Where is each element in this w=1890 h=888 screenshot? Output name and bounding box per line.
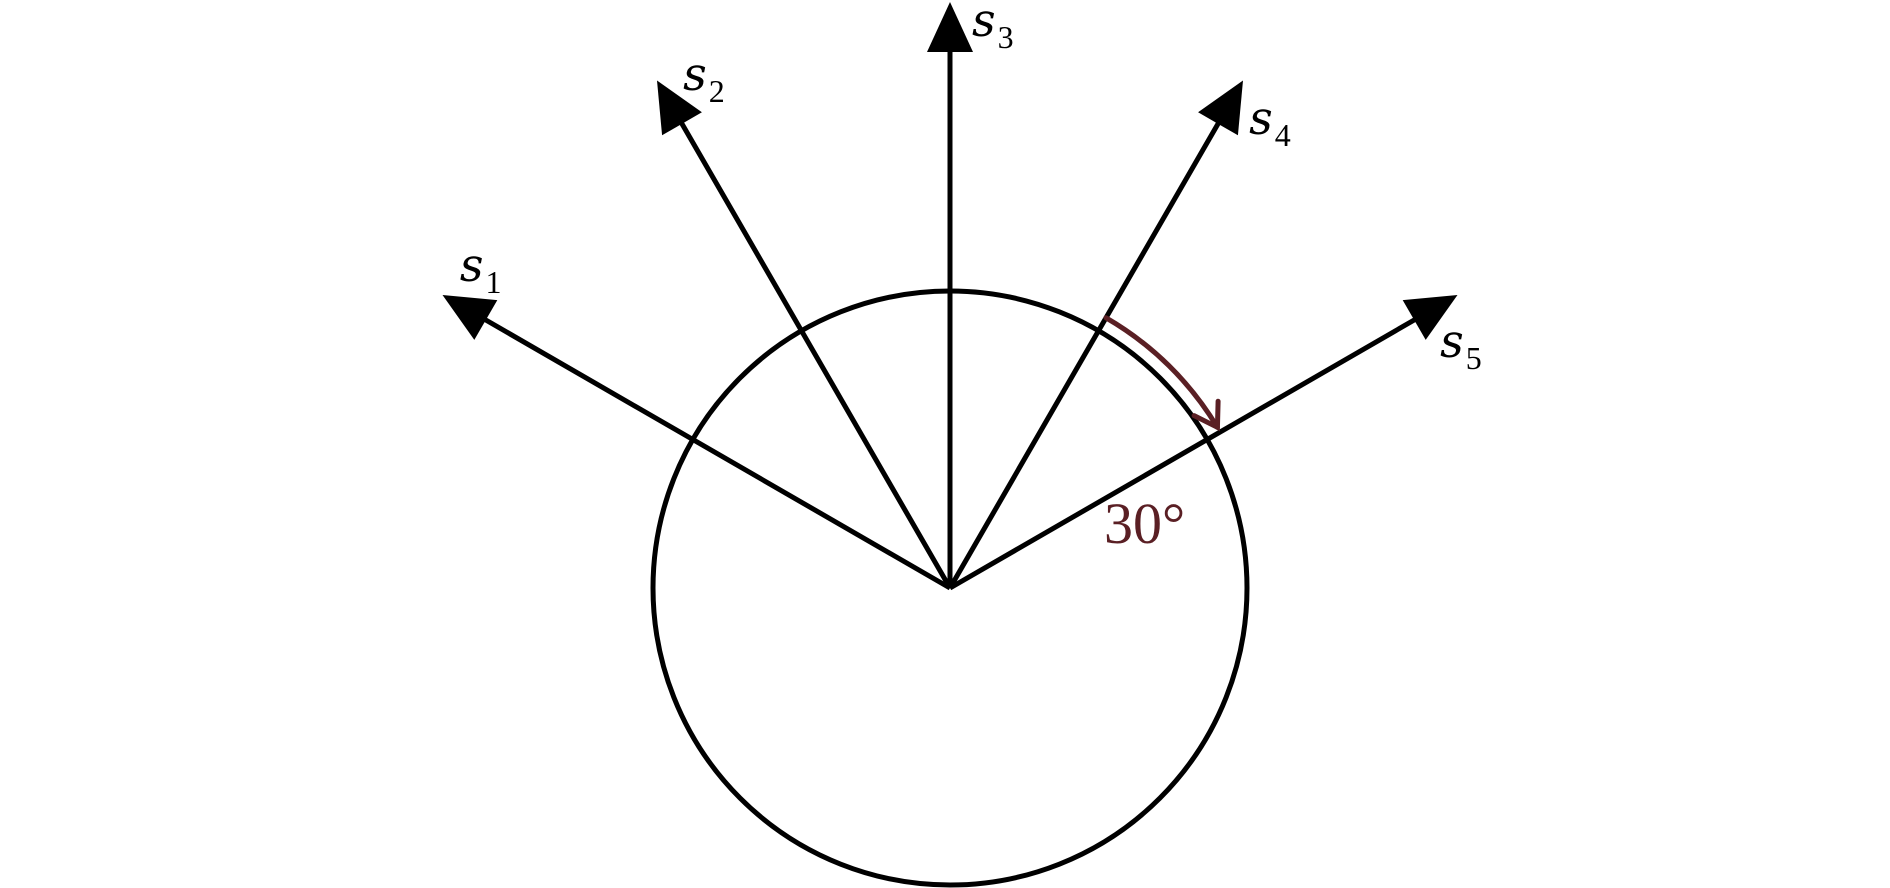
vector-subscript: 5 bbox=[1466, 340, 1482, 376]
angle-label: 30° bbox=[1104, 491, 1185, 556]
vector-s5: s5 bbox=[948, 295, 1482, 591]
vector-label-s3: s3 bbox=[972, 0, 1014, 55]
arrowhead-icon bbox=[1198, 80, 1243, 136]
vector-s5-shaft bbox=[948, 315, 1419, 591]
vector-s1: s1 bbox=[442, 238, 952, 591]
vector-subscript: 4 bbox=[1275, 117, 1291, 153]
arrowhead-icon bbox=[657, 80, 702, 136]
arrowhead-icon bbox=[927, 2, 973, 52]
vector-symbol: s bbox=[1249, 91, 1273, 145]
vector-s4-shaft bbox=[947, 119, 1223, 590]
arrowhead-icon bbox=[1402, 295, 1458, 340]
vector-s3: s3 bbox=[927, 0, 1014, 588]
vector-s1-shaft bbox=[481, 315, 952, 591]
vector-s2-shaft bbox=[677, 119, 953, 590]
vector-subscript: 1 bbox=[485, 264, 501, 300]
vector-symbol: s bbox=[972, 0, 996, 47]
vector-s4: s4 bbox=[947, 80, 1291, 590]
vector-label-s4: s4 bbox=[1249, 91, 1291, 153]
vector-label-s1: s1 bbox=[460, 238, 502, 300]
vector-s2: s2 bbox=[657, 47, 953, 590]
vector-label-s5: s5 bbox=[1440, 314, 1482, 376]
vector-subscript: 3 bbox=[998, 19, 1014, 55]
angle-arc bbox=[1103, 315, 1220, 430]
vector-symbol: s bbox=[683, 47, 707, 101]
vector-symbol: s bbox=[460, 238, 484, 292]
arrowhead-icon bbox=[442, 295, 498, 340]
angle-arrowhead-icon bbox=[1191, 398, 1221, 432]
vector-symbol: s bbox=[1440, 314, 1464, 368]
angle-annotation: 30° bbox=[1103, 315, 1221, 556]
vector-label-s2: s2 bbox=[683, 47, 725, 109]
vector-subscript: 2 bbox=[709, 73, 725, 109]
